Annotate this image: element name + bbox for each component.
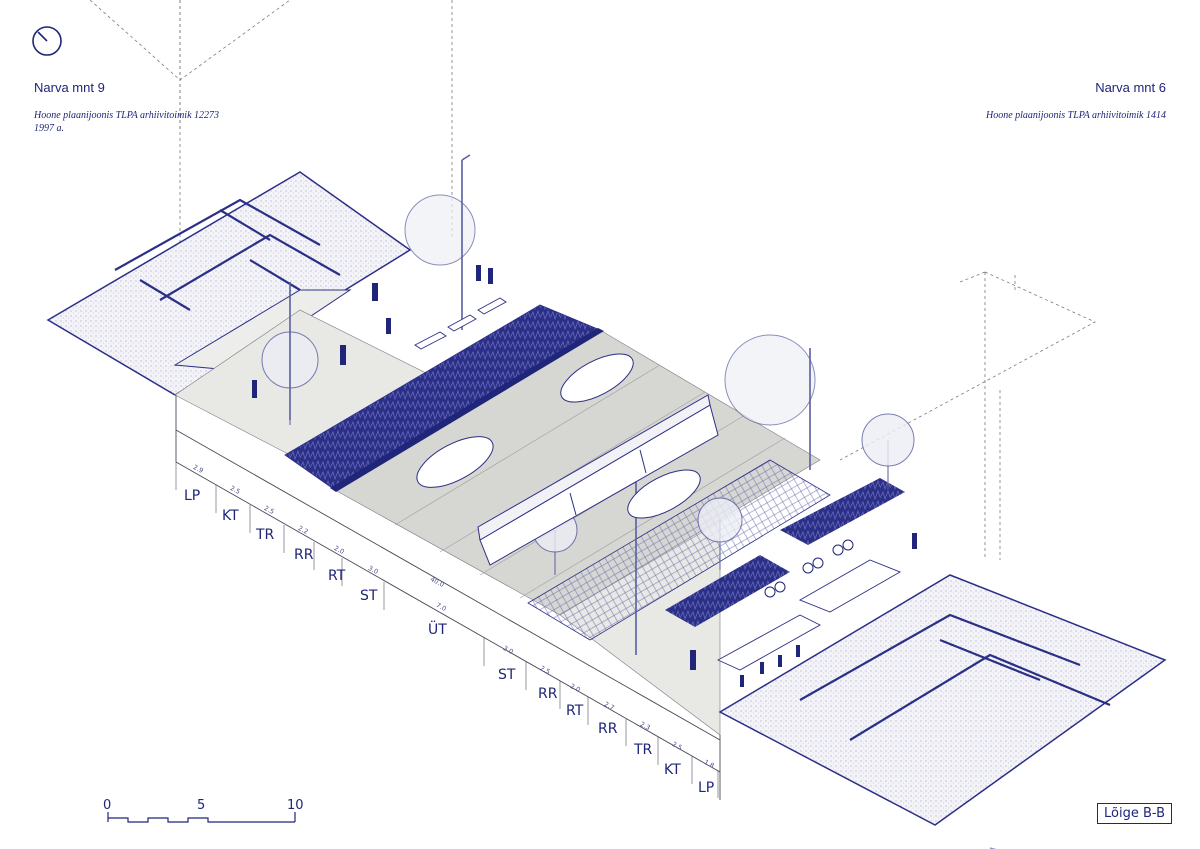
left-building-plan (46, 171, 412, 396)
tram-icon (477, 394, 719, 566)
segment-code: RR (538, 686, 558, 702)
right-green-strip-1 (665, 555, 790, 627)
section-base (175, 395, 721, 800)
dimension-ticks (175, 462, 719, 798)
segment-code: LP (698, 780, 715, 796)
scale-label-5: 5 (197, 798, 206, 813)
segment-code: ST (498, 667, 516, 683)
right-paving-grid (527, 459, 831, 641)
north-arrow-icon (32, 26, 62, 56)
lamp-post-icon (289, 154, 811, 655)
left-building-title: Narva mnt 9 (34, 80, 105, 95)
segment-code: TR (634, 742, 653, 758)
bench-icon (414, 297, 902, 671)
road-dark-edge (330, 328, 604, 492)
cafe-tables (740, 645, 800, 687)
right-building-source: Hoone plaanijoonis TLPA arhiivitoimik 14… (985, 110, 1166, 121)
segment-code: RR (598, 721, 618, 737)
segment-code: KT (222, 508, 239, 524)
pedestrian-icon (252, 265, 917, 670)
segment-code: TR (256, 527, 275, 543)
left-building-source: Hoone plaanijoonis TLPA arhiivitoimik 12… (34, 110, 220, 121)
section-label: Lõige B-B (1097, 803, 1173, 824)
right-building-plan (718, 574, 1167, 826)
bicycle-icon (764, 539, 854, 598)
right-green-strip-2 (780, 478, 905, 545)
scale-label-0: 0 (103, 798, 112, 813)
left-building-year: 1997 a. (34, 123, 64, 134)
segment-code: LP (184, 488, 201, 504)
segment-code: ÜT (428, 622, 447, 638)
left-plan-walls (114, 198, 341, 311)
scale-label-10: 10 (287, 798, 304, 813)
segment-code: KT (664, 762, 681, 778)
segment-code: RR (294, 547, 314, 563)
scale-bar-icon (107, 812, 296, 823)
segment-code: ST (360, 588, 378, 604)
construction-lines (89, 0, 1096, 560)
segment-code: RT (566, 703, 584, 719)
segment-code: RT (328, 568, 346, 584)
left-canopy (173, 289, 352, 371)
car-icon (416, 353, 701, 519)
right-plan-walls (799, 613, 1111, 741)
right-building-title: Narva mnt 6 (1095, 80, 1166, 95)
